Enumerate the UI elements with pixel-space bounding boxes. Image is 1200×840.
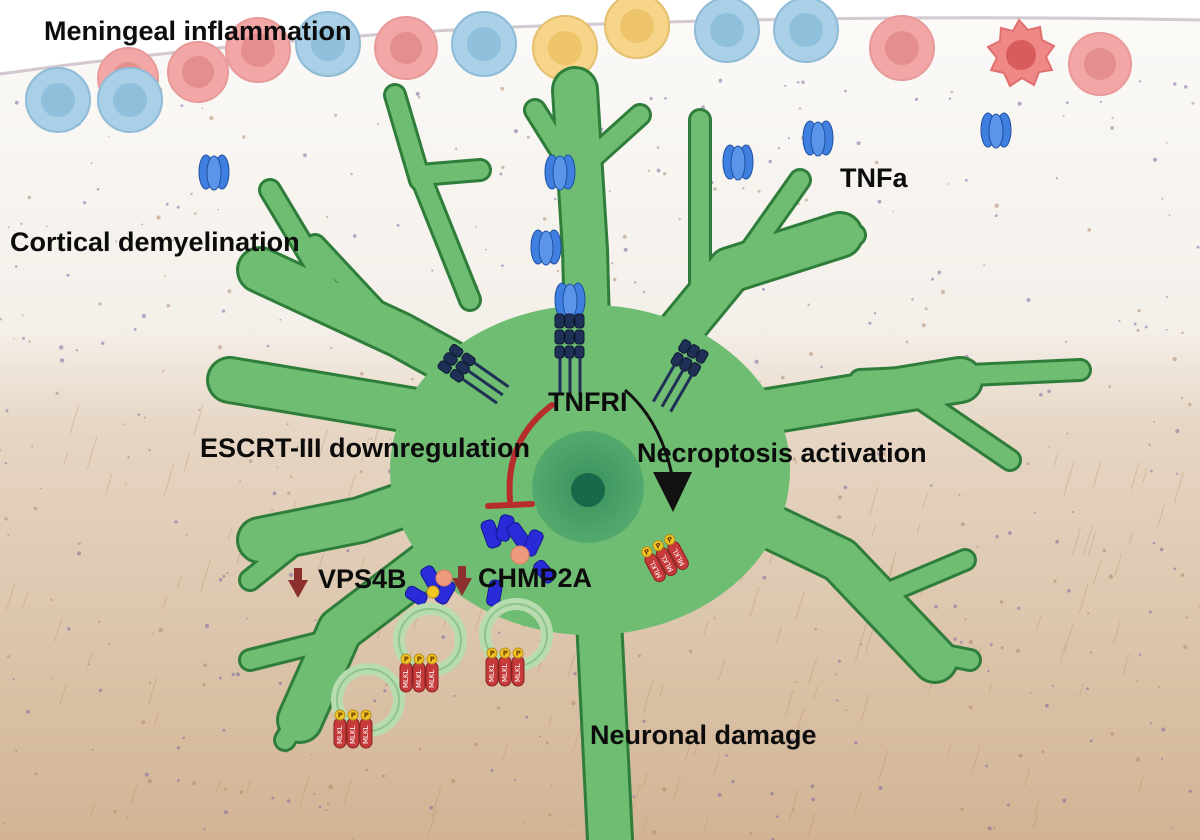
immune-cell xyxy=(25,67,91,133)
immune-cell xyxy=(225,17,291,83)
svg-text:P: P xyxy=(364,712,369,720)
meningeal-inflammation-label: Meningeal inflammation xyxy=(44,16,352,46)
svg-text:MLKL: MLKL xyxy=(415,669,423,688)
immune-cell xyxy=(451,11,517,77)
phospho-mlkl-group: MLKL P MLKL P MLKL P xyxy=(485,647,525,687)
down-arrow-vps4b xyxy=(288,568,308,598)
tnfa-trimer xyxy=(802,120,834,157)
vps4b-label: VPS4B xyxy=(318,564,407,594)
svg-text:P: P xyxy=(430,656,435,664)
immune-cell xyxy=(374,16,438,80)
svg-text:P: P xyxy=(516,650,521,658)
nucleus xyxy=(532,431,644,543)
svg-text:P: P xyxy=(490,650,495,658)
chmp2a-label: CHMP2A xyxy=(478,563,593,593)
inhibition-arrow xyxy=(485,402,555,509)
mlkl-protein: MLKL P xyxy=(511,647,525,687)
svg-text:P: P xyxy=(503,650,508,658)
meningeal-immune-cells xyxy=(25,0,1132,133)
immune-cell xyxy=(773,0,839,63)
mlkl-protein: MLKL P xyxy=(346,709,360,749)
immune-cell xyxy=(532,15,598,81)
svg-text:P: P xyxy=(655,541,663,550)
svg-text:MLKL: MLKL xyxy=(514,663,522,682)
activation-arrow xyxy=(624,388,692,512)
mlkl-protein: MLKL P xyxy=(333,709,347,749)
svg-text:MLKL: MLKL xyxy=(501,663,509,682)
mlkl-protein: MLKL P xyxy=(485,647,499,687)
mlkl-protein: MLKL P xyxy=(498,647,512,687)
tnfa-trimer xyxy=(980,112,1012,149)
svg-text:MLKL: MLKL xyxy=(349,725,357,744)
phospho-mlkl-group: MLKL P MLKL P MLKL P xyxy=(333,709,373,749)
tnfri-receptors xyxy=(437,282,709,413)
tnfa-molecules xyxy=(198,112,1012,266)
tnfri-receptor-right xyxy=(652,339,709,413)
activated-immune-cell xyxy=(986,18,1056,88)
immune-cell xyxy=(1068,32,1132,96)
necroptosis-activation-label: Necroptosis activation xyxy=(637,438,927,468)
immune-cell xyxy=(295,11,361,77)
escrt-downregulation-label: ESCRT-III downregulation xyxy=(200,433,530,463)
tnfa-trimer xyxy=(530,229,562,266)
bound-tnfa-trimer xyxy=(554,282,586,319)
cortical-demyelination-label: Cortical demyelination xyxy=(10,227,300,257)
tnfri-label: TNFRI xyxy=(548,387,628,417)
mlkl-protein: MLKL P xyxy=(425,653,439,693)
tnfa-label: TNFa xyxy=(840,163,908,193)
immune-cell xyxy=(869,15,935,81)
mlkl-protein: MLKL P xyxy=(399,653,413,693)
svg-text:MLKL: MLKL xyxy=(428,669,436,688)
immune-cell xyxy=(97,67,163,133)
tnfa-trimer xyxy=(544,154,576,191)
immune-cell xyxy=(694,0,760,63)
down-arrow-chmp2a xyxy=(452,566,472,596)
tnfri-receptor-center xyxy=(554,282,586,395)
phospho-mlkl-group: MLKL P MLKL P MLKL P xyxy=(399,653,439,693)
neuronal-damage-label: Neuronal damage xyxy=(590,720,817,750)
immune-cell xyxy=(167,41,229,103)
tnfa-trimer xyxy=(198,154,230,191)
svg-text:P: P xyxy=(338,712,343,720)
escrt-complex xyxy=(404,514,556,607)
tnfa-trimer xyxy=(722,144,754,181)
svg-text:P: P xyxy=(666,535,674,544)
tnfri-receptor-left xyxy=(437,344,510,405)
svg-text:P: P xyxy=(351,712,356,720)
svg-text:MLKL: MLKL xyxy=(402,669,410,688)
svg-text:MLKL: MLKL xyxy=(488,663,496,682)
svg-text:MLKL: MLKL xyxy=(336,725,344,744)
svg-text:MLKL: MLKL xyxy=(362,725,370,744)
phospho-mlkl-layer: MLKLPMLKLPMLKLPMLKLPMLKLPMLKLPMLKLPMLKLP… xyxy=(333,534,689,749)
mlkl-protein: MLKL P xyxy=(412,653,426,693)
svg-text:P: P xyxy=(417,656,422,664)
mlkl-protein: MLKL P xyxy=(359,709,373,749)
immune-cell xyxy=(604,0,670,59)
svg-text:P: P xyxy=(643,547,651,556)
svg-text:P: P xyxy=(404,656,409,664)
